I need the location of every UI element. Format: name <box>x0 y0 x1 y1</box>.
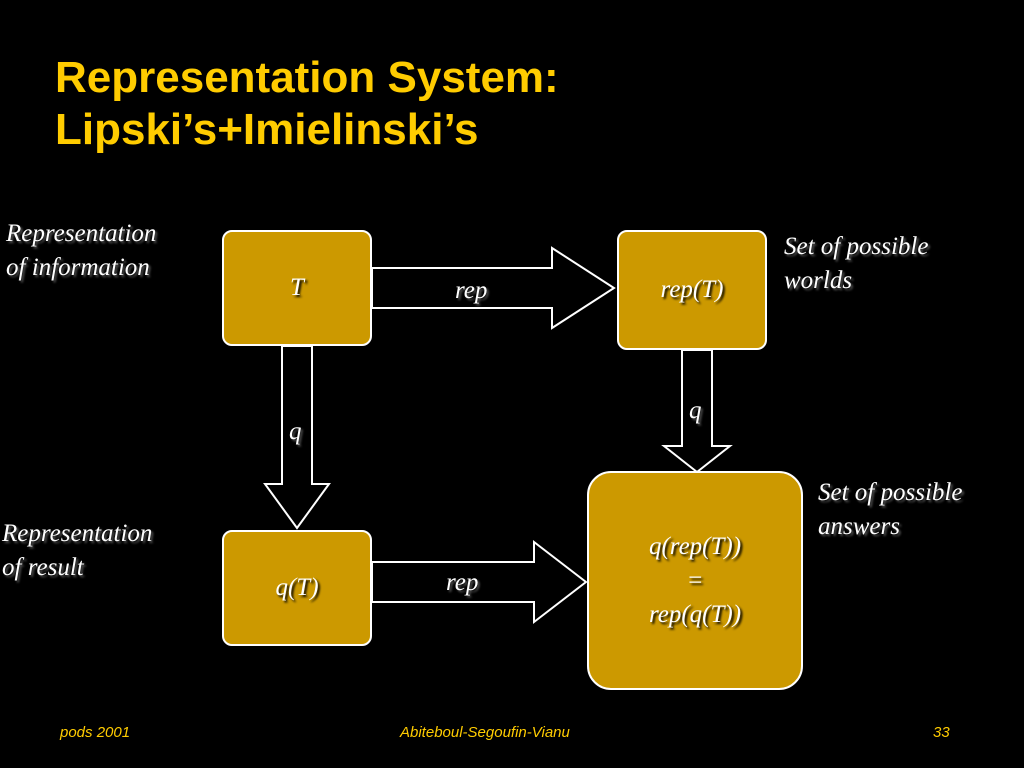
arrow-q-left-label: q <box>289 418 302 445</box>
footer-slide-number: 33 <box>933 724 950 741</box>
box-result-line-1: q(rep(T)) <box>648 532 742 560</box>
arrow-rep-bottom-label: rep <box>446 569 479 596</box>
footer-left-text: pods 2001 <box>60 724 131 741</box>
label-set-of-possible-worlds-line-2: worlds <box>784 267 853 294</box>
box-result-line-3: rep(q(T)) <box>648 600 742 628</box>
box-table-t-label: T <box>290 274 304 301</box>
box-q-t-label: q(T) <box>275 574 319 601</box>
label-set-of-possible-answers-line-2: answers <box>818 513 900 540</box>
arrow-q-right-label: q <box>689 397 702 424</box>
label-representation-of-information-line-2: of information <box>6 254 150 281</box>
slide-title-line-2: Lipski’s+Imielinski’s <box>55 105 479 154</box>
box-table-t: T <box>222 230 372 346</box>
label-representation-of-information-line-1: Representation <box>6 220 157 247</box>
arrow-rep-top <box>371 246 616 330</box>
label-representation-of-result-line-1: Representation <box>2 520 153 547</box>
label-set-of-possible-answers-line-1: Set of possible <box>818 479 963 506</box>
footer-center-text: Abiteboul-Segoufin-Vianu <box>400 724 570 741</box>
slide-title: Representation System: Lipski’s+Imielins… <box>55 52 559 156</box>
label-representation-of-result: Representation of result <box>2 517 152 585</box>
box-result-equality: q(rep(T)) = rep(q(T)) <box>587 471 803 690</box>
box-result-line-2: = <box>686 566 704 594</box>
arrow-rep-top-label: rep <box>455 277 488 304</box>
box-rep-t-label: rep(T) <box>660 276 724 303</box>
label-representation-of-result-line-2: of result <box>2 554 84 581</box>
box-rep-t: rep(T) <box>617 230 767 350</box>
label-set-of-possible-worlds: Set of possible worlds <box>784 230 928 298</box>
arrow-q-left <box>263 345 331 530</box>
label-set-of-possible-worlds-line-1: Set of possible <box>784 233 929 260</box>
arrow-q-right <box>661 349 733 474</box>
label-set-of-possible-answers: Set of possible answers <box>818 476 962 544</box>
label-representation-of-information: Representation of information <box>6 217 156 285</box>
arrow-rep-bottom <box>371 539 588 625</box>
slide-title-line-1: Representation System: <box>55 53 559 102</box>
box-q-t: q(T) <box>222 530 372 646</box>
